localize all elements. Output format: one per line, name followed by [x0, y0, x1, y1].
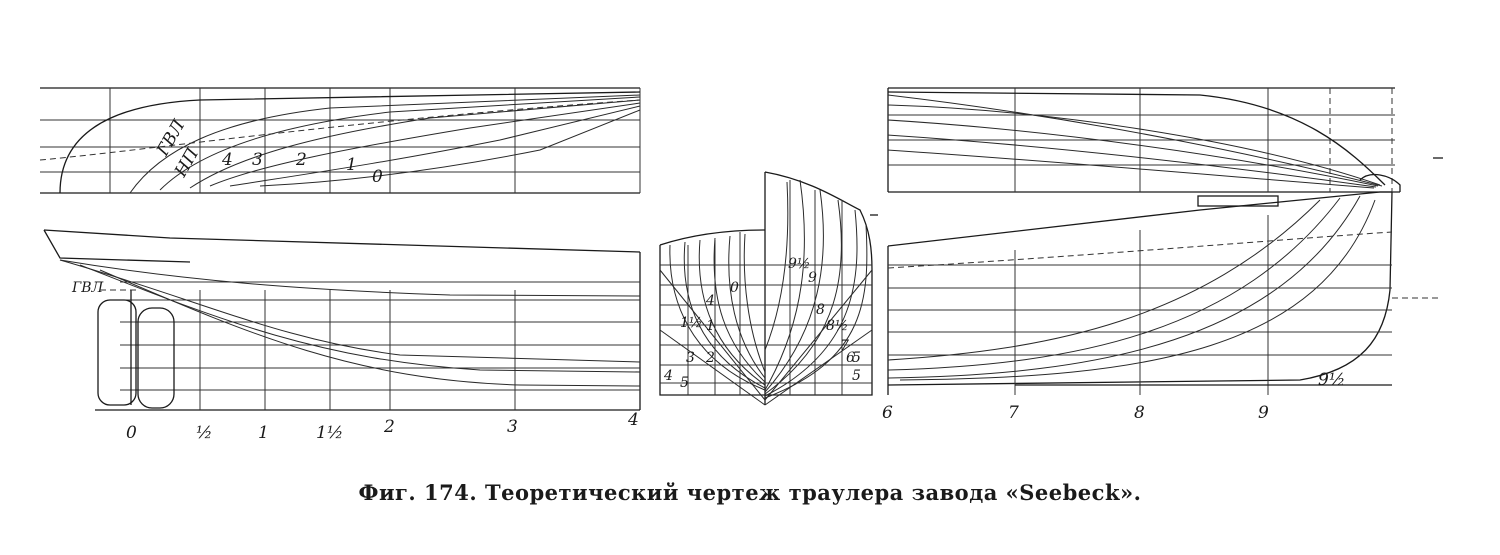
forecastle-deck — [1197, 195, 1279, 207]
body-label-r-9: 9 — [808, 270, 817, 286]
station-label-9half: 9½ — [1318, 370, 1345, 390]
body-label-r-7: 7 — [840, 338, 849, 354]
body-plan: 0 4 1½ 1 3 2 4 5 9½ 9 8 8½ 7 6 5 5 — [659, 171, 878, 406]
profile-fwd: 9½ — [887, 191, 1440, 395]
station-label-1: 1 — [258, 423, 269, 443]
station-label-2: 2 — [383, 417, 395, 437]
half-breadth-plan-fwd — [887, 87, 1443, 193]
body-label-r-5a: 5 — [852, 350, 861, 366]
station-label-3: 3 — [507, 417, 518, 437]
station-label-9: 9 — [1258, 403, 1269, 423]
body-label-r-9half: 9½ — [788, 256, 810, 272]
body-label-l-4: 4 — [705, 293, 715, 309]
body-label-l-0: 0 — [730, 280, 739, 296]
propeller-aperture — [137, 307, 175, 409]
half-breadth-plan-aft: ГВЛ НП 4 3 2 1 0 — [39, 87, 641, 194]
station-labels-aft: 0 ½ 1 1½ 2 3 4 — [126, 410, 639, 443]
body-label-r-6: 6 — [846, 350, 855, 366]
body-label-l-1: 1 — [706, 318, 715, 334]
station-labels-fwd: 6 7 8 9 — [882, 403, 1269, 423]
plan-label-wl4: 4 — [221, 150, 233, 170]
profile-label-gvl: ГВЛ — [71, 280, 104, 296]
station-label-0: 0 — [126, 423, 137, 443]
station-label-1half: 1½ — [316, 423, 343, 443]
body-label-l-3: 3 — [686, 350, 695, 366]
plan-label-wl2: 2 — [295, 150, 307, 170]
profile-aft: ГВЛ — [43, 229, 641, 411]
plan-label-wl1: 1 — [346, 155, 357, 175]
station-label-half: ½ — [196, 423, 212, 443]
body-label-l-5: 5 — [680, 375, 689, 391]
station-label-4: 4 — [627, 410, 639, 430]
body-label-r-8half: 8½ — [826, 318, 848, 334]
body-label-l-4b: 4 — [663, 368, 673, 384]
body-label-r-8: 8 — [816, 302, 825, 318]
body-label-l-2: 2 — [705, 350, 715, 366]
station-label-7: 7 — [1008, 403, 1019, 423]
body-label-r-5b: 5 — [852, 368, 861, 384]
plan-label-wl3: 3 — [252, 150, 263, 170]
figure-caption: Фиг. 174. Теоретический чертеж траулера … — [358, 480, 1142, 505]
rudder-outline — [97, 299, 137, 406]
station-label-8: 8 — [1134, 403, 1145, 423]
body-label-l-1half: 1½ — [680, 315, 702, 331]
station-label-6: 6 — [882, 403, 893, 423]
plan-label-wl0: 0 — [372, 167, 383, 187]
